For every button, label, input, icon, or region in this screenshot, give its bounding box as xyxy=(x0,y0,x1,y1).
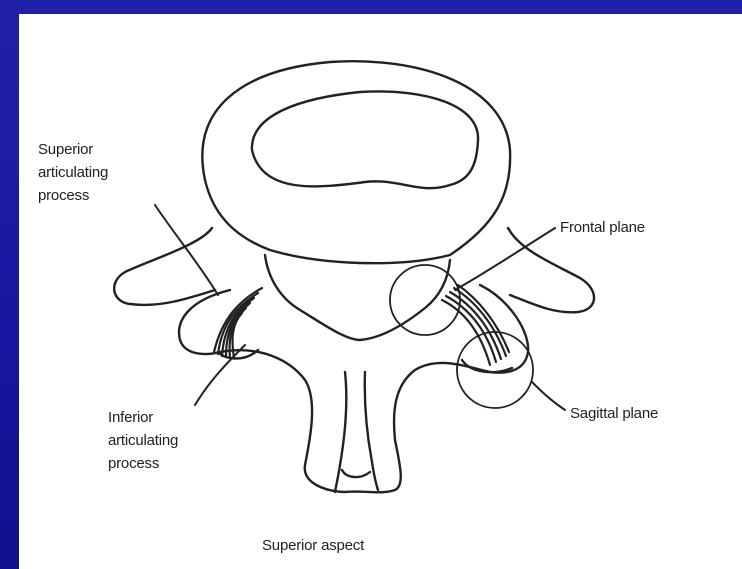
spinous-process-inner xyxy=(342,470,370,477)
inferior-articulating-process-label: Inferior articulating process xyxy=(108,406,258,475)
spinal-canal-outline xyxy=(265,255,450,340)
spinous-process-right-edge xyxy=(365,372,378,490)
left-facet-shading xyxy=(214,288,262,358)
right-transverse-process xyxy=(508,228,594,312)
vertebral-body-inner xyxy=(252,91,478,188)
diagram-caption: Superior aspect xyxy=(262,534,462,557)
frontal-plane-circle xyxy=(390,265,460,335)
frontal-plane-label: Frontal plane xyxy=(560,216,730,239)
superior-articulating-process-label: Superior articulating process xyxy=(38,138,188,207)
superior-process-leader xyxy=(155,205,218,295)
frontal-plane-leader xyxy=(455,228,555,290)
sagittal-plane-leader xyxy=(532,382,565,410)
sagittal-plane-label: Sagittal plane xyxy=(570,402,740,425)
